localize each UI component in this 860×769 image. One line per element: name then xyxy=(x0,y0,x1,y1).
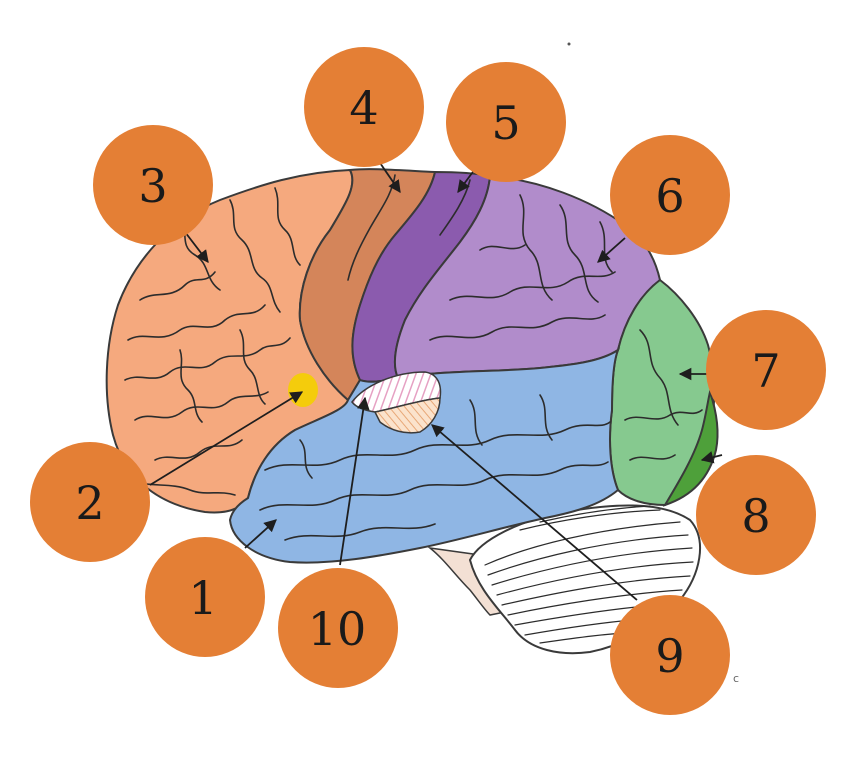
marker-number: 1 xyxy=(188,571,217,625)
arrow-4 xyxy=(377,159,401,194)
marker-circle xyxy=(93,125,213,245)
marker-2: 2 xyxy=(30,442,150,562)
marker-number: 8 xyxy=(741,489,770,543)
arrow-9 xyxy=(431,424,638,601)
marker-5: 5 xyxy=(446,62,566,182)
marker-4: 4 xyxy=(304,47,424,167)
marker-number: 3 xyxy=(138,159,167,213)
stray-mark: c xyxy=(733,672,739,685)
marker-circle xyxy=(610,595,730,715)
marker-circle xyxy=(706,310,826,430)
marker-7: 7 xyxy=(706,310,826,430)
arrow-10 xyxy=(339,396,370,566)
marker-8: 8 xyxy=(696,455,816,575)
visual-cortex xyxy=(662,388,719,507)
marker-circle xyxy=(278,568,398,688)
arrow-3 xyxy=(184,231,209,263)
auditory-cortex xyxy=(373,397,441,434)
marker-circle xyxy=(145,537,265,657)
marker-circle xyxy=(610,135,730,255)
marker-3: 3 xyxy=(93,125,213,245)
arrow-6 xyxy=(597,237,626,263)
arrow-1 xyxy=(244,519,277,549)
marker-10: 10 xyxy=(278,568,398,688)
temporal-lobe xyxy=(228,347,621,564)
arrow-2 xyxy=(149,391,304,486)
marker-number: 2 xyxy=(75,476,104,530)
marker-number: 4 xyxy=(349,81,378,135)
marker-number: 9 xyxy=(655,629,684,683)
marker-6: 6 xyxy=(610,135,730,255)
marker-circle xyxy=(446,62,566,182)
broca-area xyxy=(288,373,318,407)
marker-number: 5 xyxy=(491,96,520,150)
marker-number: 7 xyxy=(751,344,780,398)
marker-circle xyxy=(30,442,150,562)
marker-9: 9 xyxy=(610,595,730,715)
markers: 1 2 3 4 5 6 7 8 xyxy=(30,47,826,715)
marker-number: 10 xyxy=(308,602,367,656)
leader-lines xyxy=(149,159,723,601)
arrow-8 xyxy=(700,451,723,464)
marker-circle xyxy=(696,455,816,575)
marker-number: 6 xyxy=(655,169,684,223)
marker-circle xyxy=(304,47,424,167)
marker-1: 1 xyxy=(145,537,265,657)
stray-dot xyxy=(567,42,571,46)
